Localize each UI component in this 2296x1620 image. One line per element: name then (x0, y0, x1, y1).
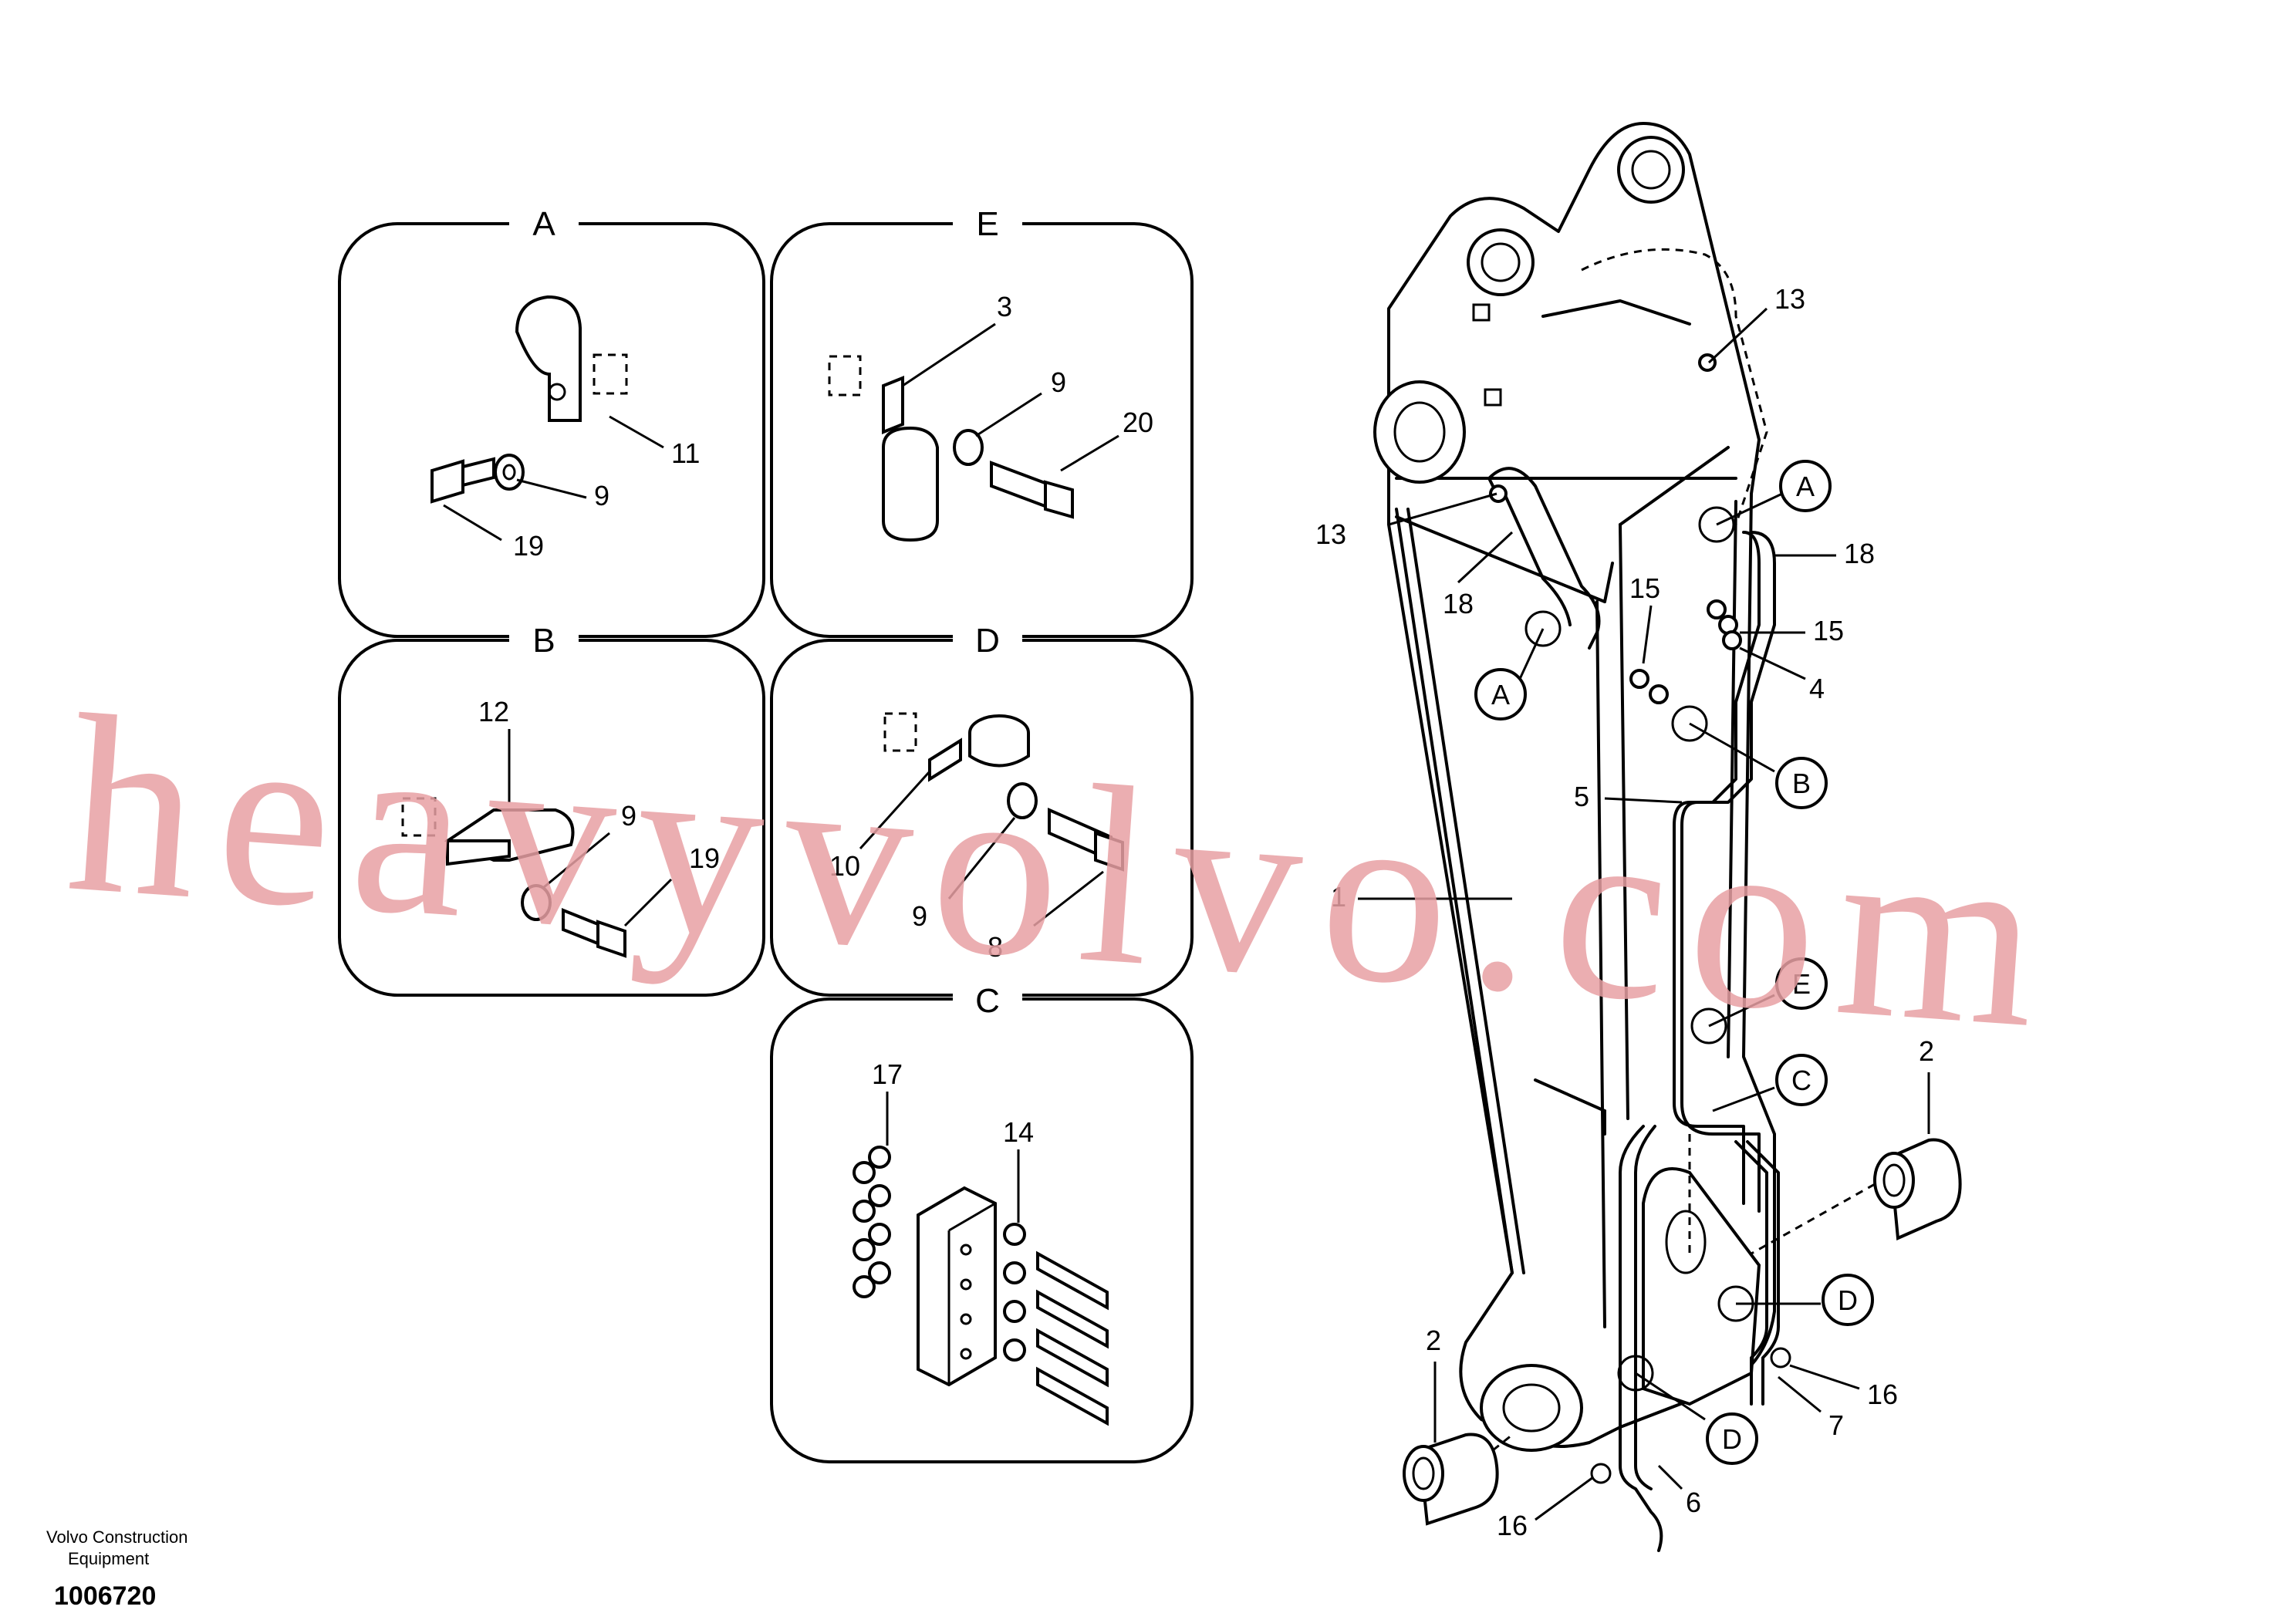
fitting-stack (853, 1146, 891, 1298)
bushing-right (1751, 1138, 1962, 1255)
callout-7: 7 (1828, 1409, 1844, 1441)
nut-ghost (828, 355, 862, 397)
bushing-left (1403, 1433, 1513, 1526)
callout-3: 3 (997, 291, 1012, 322)
marker-b: B (1775, 757, 1828, 809)
arm-assembly (1373, 122, 1791, 1552)
top-pin-boss (1617, 136, 1685, 204)
callout-2-left: 2 (1426, 1325, 1441, 1356)
line-5 (1680, 531, 1776, 1213)
detail-panel-e: E 3 9 20 (770, 202, 1194, 638)
callout-12: 12 (478, 696, 509, 727)
panel-letter-a: A (532, 205, 555, 243)
detail-panel-c: C 17 (770, 977, 1194, 1463)
marker-a-right: A (1779, 460, 1832, 512)
callout-16-left: 16 (1497, 1510, 1528, 1541)
marker-e: E (1775, 957, 1828, 1010)
callout-16-right: 16 (1867, 1379, 1898, 1410)
company-name-line2: Equipment (68, 1549, 149, 1568)
svg-text:D: D (1722, 1423, 1742, 1455)
fitting-15-right (1707, 599, 1727, 619)
panel-letter-e: E (976, 205, 998, 243)
callout-19: 19 (513, 530, 544, 562)
bottom-pin-boss (1480, 1364, 1583, 1452)
bolt-part (430, 459, 464, 504)
marker-d-right: D (1822, 1274, 1874, 1326)
callout-11: 11 (671, 437, 700, 469)
pin-boss (1467, 228, 1535, 296)
callout-14: 14 (1003, 1116, 1034, 1148)
callout-6: 6 (1686, 1487, 1701, 1518)
detail-circle-b (1671, 705, 1708, 742)
detail-circle-e (1690, 1007, 1727, 1045)
callout-4: 4 (1809, 673, 1825, 704)
washer-part (494, 454, 525, 491)
detail-panel-a: A 11 9 19 (338, 202, 765, 638)
arm-body (1387, 122, 1776, 1448)
panel-letter-b: B (532, 622, 555, 660)
washer-part (953, 429, 984, 466)
hose-18-left (1487, 467, 1601, 650)
leader-lines (1358, 307, 1930, 1521)
nut-ghost (401, 797, 437, 837)
marker-a-left: A (1474, 668, 1527, 721)
fitting-4 (1722, 630, 1742, 650)
marker-d-left: D (1706, 1412, 1758, 1465)
detail-panel-b: B 12 9 19 (338, 619, 765, 997)
svg-text:D: D (1838, 1284, 1858, 1316)
nut-ghost (593, 353, 628, 395)
callout-15-left: 15 (1629, 572, 1660, 604)
svg-text:A: A (1491, 679, 1510, 710)
clip-part (882, 426, 939, 542)
detail-circle-d-left (1617, 1355, 1654, 1392)
callout-13-top: 13 (1774, 283, 1805, 315)
hose-fittings (1003, 1223, 1109, 1426)
svg-text:E: E (1792, 968, 1811, 1000)
callout-2-right: 2 (1919, 1035, 1934, 1067)
detail-panel-d: D 10 9 8 (770, 619, 1194, 997)
svg-text:C: C (1791, 1065, 1811, 1096)
callout-20: 20 (1123, 407, 1153, 438)
callout-17: 17 (872, 1058, 903, 1090)
washer-part (1007, 782, 1038, 819)
callout-18-right: 18 (1844, 538, 1875, 569)
callout-10: 10 (829, 850, 860, 882)
fitting-15-left (1629, 669, 1649, 689)
nut-ghost (883, 712, 917, 752)
bracket-part (882, 376, 904, 434)
fitting-13-left (1489, 484, 1508, 503)
detail-circle-a-right (1698, 506, 1735, 543)
drawing-number: 1006720 (54, 1581, 156, 1611)
callout-9: 9 (621, 800, 636, 832)
panel-letter-d: D (975, 622, 1000, 660)
callout-15-right: 15 (1813, 615, 1844, 646)
connector-block (917, 1186, 997, 1387)
link-plate (1642, 1167, 1761, 1406)
foot-boss (1373, 380, 1466, 484)
company-name-line1: Volvo Construction (46, 1527, 187, 1547)
callout-19: 19 (689, 842, 720, 874)
callout-8: 8 (988, 931, 1003, 963)
fitting-13-top (1698, 353, 1717, 372)
callout-9: 9 (1051, 366, 1066, 398)
callout-1: 1 (1331, 881, 1346, 913)
marker-c: C (1775, 1054, 1828, 1106)
line-6 (1619, 1125, 1663, 1552)
cylinder-ghost (1581, 248, 1768, 525)
callout-9: 9 (912, 900, 927, 932)
callout-13-left: 13 (1315, 518, 1346, 550)
detail-circle-a-left (1524, 610, 1562, 647)
svg-text:A: A (1796, 471, 1815, 502)
callout-9: 9 (594, 480, 609, 511)
svg-text:B: B (1792, 768, 1811, 799)
washer-part (521, 884, 552, 921)
line-7 (1734, 1140, 1768, 1406)
callout-5: 5 (1574, 781, 1589, 812)
panel-letter-c: C (975, 982, 1000, 1020)
callout-18-left: 18 (1443, 588, 1474, 619)
